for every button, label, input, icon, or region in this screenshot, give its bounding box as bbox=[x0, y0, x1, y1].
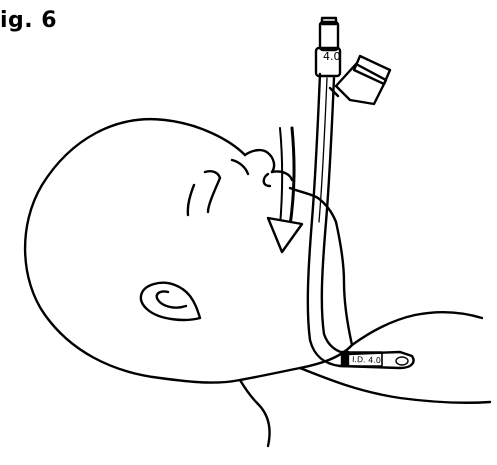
side-port-cap bbox=[354, 56, 390, 84]
figure-label: ig. 6 bbox=[0, 8, 57, 33]
tube-marker-black bbox=[342, 352, 348, 366]
eye bbox=[205, 171, 220, 212]
cheek-mark bbox=[232, 160, 248, 174]
body-arm bbox=[300, 368, 490, 403]
neck-line bbox=[336, 222, 352, 345]
ear-inner bbox=[157, 291, 186, 307]
shoulder bbox=[352, 312, 482, 345]
side-port bbox=[336, 64, 386, 104]
tube-stripe bbox=[319, 78, 327, 222]
ear bbox=[141, 283, 200, 320]
tube-size-label: 4.0 bbox=[323, 50, 341, 63]
body-lower bbox=[240, 380, 270, 446]
arrow-shaft-inner bbox=[280, 128, 282, 226]
eyebrow bbox=[188, 185, 194, 215]
nostril bbox=[264, 174, 270, 186]
arrow-head bbox=[268, 218, 302, 252]
tube-eye-hole bbox=[396, 357, 408, 365]
tube-marker-label: I.D. 4.0 bbox=[352, 355, 381, 365]
connector-top bbox=[320, 22, 338, 50]
head-outline bbox=[25, 119, 352, 382]
nose-profile bbox=[245, 150, 274, 172]
